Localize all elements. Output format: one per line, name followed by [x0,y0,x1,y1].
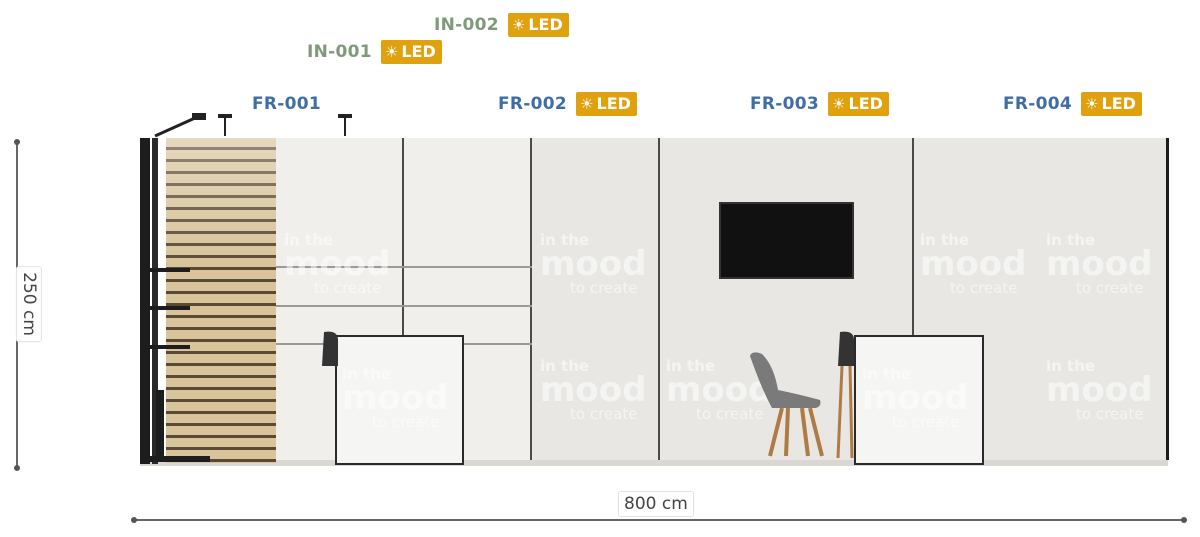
height-dimension-label: 250 cm [15,266,42,342]
sun-icon: ☀ [511,16,526,34]
wooden-slat-wall [166,138,276,463]
frame-code: FR-004 [1000,93,1076,115]
frame-code: FR-003 [747,93,823,115]
height-dimension-end-bottom [14,465,20,471]
led-badge: ☀LED [576,92,637,116]
insert-label-in-001: IN-001 ☀LED [304,40,442,64]
sun-icon: ☀ [384,43,399,61]
led-badge: ☀LED [828,92,889,116]
display-shelf [150,345,190,349]
spotlights [154,113,352,138]
led-badge: ☀LED [1081,92,1142,116]
slat-wall-shading [166,138,276,463]
counter-left [335,335,464,465]
width-dimension-end-left [131,517,137,523]
wall-panel-fr-002 [532,138,660,460]
insert-code: IN-001 [304,41,375,63]
shelf-line [276,266,532,268]
bar-stool-left [322,331,338,366]
frame-post-inner [152,138,158,464]
spotlight-icon [192,113,206,120]
shelf-line [276,305,532,307]
spotlight-icon [218,114,232,118]
floor [140,458,1168,466]
frame-post-right [1166,138,1169,460]
sun-icon: ☀ [1085,95,1099,113]
frame-label-fr-001: FR-001 [249,92,325,116]
wall-monitor [719,202,854,279]
width-dimension-label: 800 cm [618,491,694,517]
sun-icon: ☀ [580,95,594,113]
led-badge: ☀LED [380,40,442,64]
display-shelf [150,268,190,272]
frame-post-left [140,138,150,464]
led-badge: ☀LED [507,13,569,37]
insert-label-in-002: IN-002 ☀LED [431,13,569,37]
display-shelf [150,306,190,310]
height-dimension-end-top [14,139,20,145]
frame-label-fr-004: FR-004 ☀LED [1000,92,1142,116]
counter-right [854,335,984,465]
spotlight-arm [154,116,196,138]
width-dimension-line [134,519,1184,521]
frame-label-fr-002: FR-002 ☀LED [495,92,637,116]
chair [750,352,824,457]
spotlight-icon [338,114,352,118]
frame-code: FR-001 [249,93,325,115]
width-dimension-end-right [1181,517,1187,523]
insert-code: IN-002 [431,14,502,36]
frame-code: FR-002 [495,93,571,115]
sun-icon: ☀ [832,95,846,113]
display-stand-base [150,456,210,462]
display-stand-upright [156,390,164,458]
bar-stool-right [836,331,854,459]
frame-label-fr-003: FR-003 ☀LED [747,92,889,116]
